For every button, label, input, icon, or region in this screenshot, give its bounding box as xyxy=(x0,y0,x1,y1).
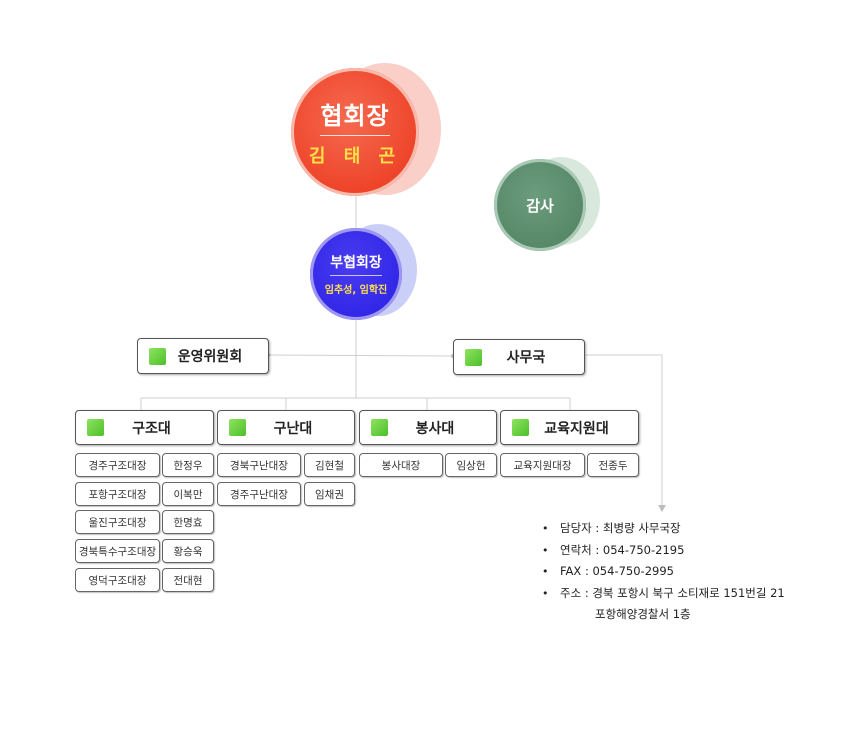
division-label: 봉사대 xyxy=(415,420,455,437)
division-label: 구난대 xyxy=(273,420,313,437)
contact-address: 주소 : 경북 포항시 북구 소티재로 151번길 21 xyxy=(540,583,830,605)
contact-phone: 연락처 : 054-750-2195 xyxy=(540,540,830,562)
contact-fax: FAX : 054-750-2995 xyxy=(540,561,830,583)
green-square-icon xyxy=(87,419,104,436)
president-node: 협회장 김 태 곤 xyxy=(291,68,419,196)
person-cell: 전종두 xyxy=(587,453,639,477)
unit-cell: 경북특수구조대장 xyxy=(75,539,160,563)
auditor-node: 감사 xyxy=(494,159,586,251)
unit-cell: 울진구조대장 xyxy=(75,510,160,534)
person-cell: 한정우 xyxy=(162,453,214,477)
division-box-rescue: 구조대 xyxy=(75,410,214,445)
division-label: 교육지원대 xyxy=(544,420,609,437)
division-box-volunteer: 봉사대 xyxy=(359,410,497,445)
person-cell: 이복만 xyxy=(162,482,214,506)
green-square-icon xyxy=(465,348,482,366)
green-square-icon xyxy=(371,419,388,436)
green-square-icon xyxy=(149,347,166,365)
person-cell: 김현철 xyxy=(304,453,355,477)
person-cell: 임채권 xyxy=(304,482,355,506)
committee-label: 운영위원회 xyxy=(177,349,243,365)
unit-cell: 영덕구조대장 xyxy=(75,568,160,592)
division-box-education: 교육지원대 xyxy=(500,410,639,445)
vice-president-title: 부협회장 xyxy=(330,252,382,276)
unit-cell: 교육지원대장 xyxy=(500,453,585,477)
contact-address-line2: 포항해양경찰서 1층 xyxy=(595,607,691,621)
committee-box: 운영위원회 xyxy=(137,338,269,374)
contact-arrowhead xyxy=(658,505,666,512)
contact-info: 담당자 : 최병량 사무국장 연락처 : 054-750-2195 FAX : … xyxy=(540,518,830,624)
person-cell: 한명효 xyxy=(162,510,214,534)
green-square-icon xyxy=(512,419,529,436)
person-cell: 황승욱 xyxy=(162,539,214,563)
secretariat-box: 사무국 xyxy=(453,339,585,375)
unit-cell: 경주구조대장 xyxy=(75,453,160,477)
division-box-salvage: 구난대 xyxy=(217,410,355,445)
unit-cell: 경주구난대장 xyxy=(217,482,301,506)
secretariat-label: 사무국 xyxy=(506,350,546,366)
committee-secretariat-line xyxy=(267,354,454,357)
vice-president-names: 임추성, 임학진 xyxy=(324,285,388,296)
person-cell: 임상헌 xyxy=(445,453,497,477)
person-cell: 전대현 xyxy=(162,568,214,592)
auditor-title: 감사 xyxy=(526,196,554,215)
contact-manager: 담당자 : 최병량 사무국장 xyxy=(540,518,830,540)
vice-president-node: 부협회장 임추성, 임학진 xyxy=(310,228,402,320)
unit-cell: 봉사대장 xyxy=(359,453,443,477)
unit-cell: 포항구조대장 xyxy=(75,482,160,506)
president-title: 협회장 xyxy=(320,96,390,136)
secretariat-contact-line xyxy=(583,354,663,507)
division-label: 구조대 xyxy=(132,420,171,437)
president-name: 김 태 곤 xyxy=(308,146,402,167)
unit-cell: 경북구난대장 xyxy=(217,453,301,477)
green-square-icon xyxy=(229,419,246,436)
